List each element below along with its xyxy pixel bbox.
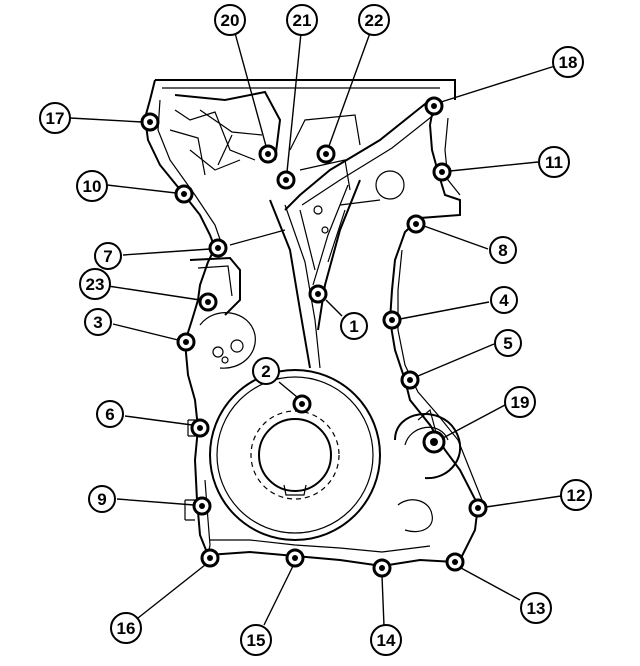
bolt-22 [316, 144, 336, 164]
svg-text:10: 10 [83, 177, 102, 196]
callout-16: 16 [110, 612, 142, 644]
bolt-20 [258, 144, 278, 164]
svg-text:15: 15 [247, 631, 266, 650]
bolt-7 [208, 238, 228, 258]
bolt-16 [200, 548, 220, 568]
callout-9: 9 [88, 485, 116, 513]
callout-4: 4 [490, 286, 518, 314]
callout-1: 1 [340, 312, 368, 340]
bolt-21 [276, 170, 296, 190]
bolt-11 [432, 162, 452, 182]
bolt-4 [382, 310, 402, 330]
bolt-8 [406, 214, 426, 234]
callout-17: 17 [39, 102, 71, 134]
callout-5: 5 [494, 329, 522, 357]
callout-15: 15 [240, 624, 272, 656]
bolt-17 [140, 112, 160, 132]
callout-20: 20 [214, 4, 246, 36]
callout-3: 3 [84, 308, 112, 336]
callout-21: 21 [286, 4, 318, 36]
callout-8: 8 [489, 236, 517, 264]
svg-text:21: 21 [293, 11, 312, 30]
callouts: 1 2 3 4 5 6 7 8 9 10 11 12 13 14 15 16 1… [39, 4, 592, 656]
bolt-2 [292, 394, 312, 414]
bolt-23 [198, 292, 218, 312]
central-ribs [229, 179, 361, 369]
callout-22: 22 [358, 4, 390, 36]
callout-12: 12 [560, 479, 592, 511]
svg-text:5: 5 [503, 334, 512, 353]
svg-text:4: 4 [499, 291, 509, 310]
bolt-9 [192, 496, 212, 516]
bolt-13 [445, 552, 465, 572]
callout-18: 18 [552, 46, 584, 78]
callout-23: 23 [79, 268, 111, 300]
svg-text:20: 20 [221, 11, 240, 30]
bolt-1 [308, 284, 328, 304]
svg-text:18: 18 [559, 53, 578, 72]
svg-text:7: 7 [103, 247, 112, 266]
svg-text:2: 2 [261, 362, 270, 381]
svg-text:9: 9 [97, 490, 106, 509]
svg-text:23: 23 [86, 275, 105, 294]
left-bracket [189, 256, 256, 369]
bolt-12 [468, 498, 488, 518]
bolts [140, 96, 488, 578]
crank-seal-bore [209, 369, 381, 541]
upper-ribs [169, 90, 441, 211]
right-idler-boss [394, 408, 462, 533]
leader-lines [69, 32, 562, 627]
svg-text:17: 17 [46, 109, 65, 128]
bolt-3 [176, 332, 196, 352]
svg-text:1: 1 [349, 317, 358, 336]
callout-19: 19 [504, 386, 536, 418]
callout-6: 6 [96, 400, 124, 428]
callout-2: 2 [252, 357, 280, 385]
svg-text:12: 12 [567, 486, 586, 505]
bolt-10 [174, 184, 194, 204]
callout-7: 7 [94, 242, 122, 270]
bolt-15 [285, 548, 305, 568]
svg-text:11: 11 [545, 153, 563, 172]
svg-text:6: 6 [105, 405, 114, 424]
bolt-19 [422, 430, 446, 454]
svg-text:19: 19 [511, 393, 530, 412]
callout-10: 10 [76, 170, 108, 202]
bolt-14 [372, 558, 392, 578]
callout-13: 13 [520, 592, 552, 624]
svg-text:22: 22 [365, 11, 384, 30]
svg-text:8: 8 [498, 241, 507, 260]
bolt-18 [424, 96, 444, 116]
callout-11: 11 [538, 146, 570, 178]
bolt-6 [190, 418, 210, 438]
svg-text:16: 16 [117, 619, 136, 638]
cover-outline [143, 79, 483, 568]
callout-14: 14 [370, 624, 402, 656]
svg-text:3: 3 [93, 313, 102, 332]
svg-text:13: 13 [527, 599, 546, 618]
svg-text:14: 14 [377, 631, 396, 650]
bolt-5 [400, 370, 420, 390]
